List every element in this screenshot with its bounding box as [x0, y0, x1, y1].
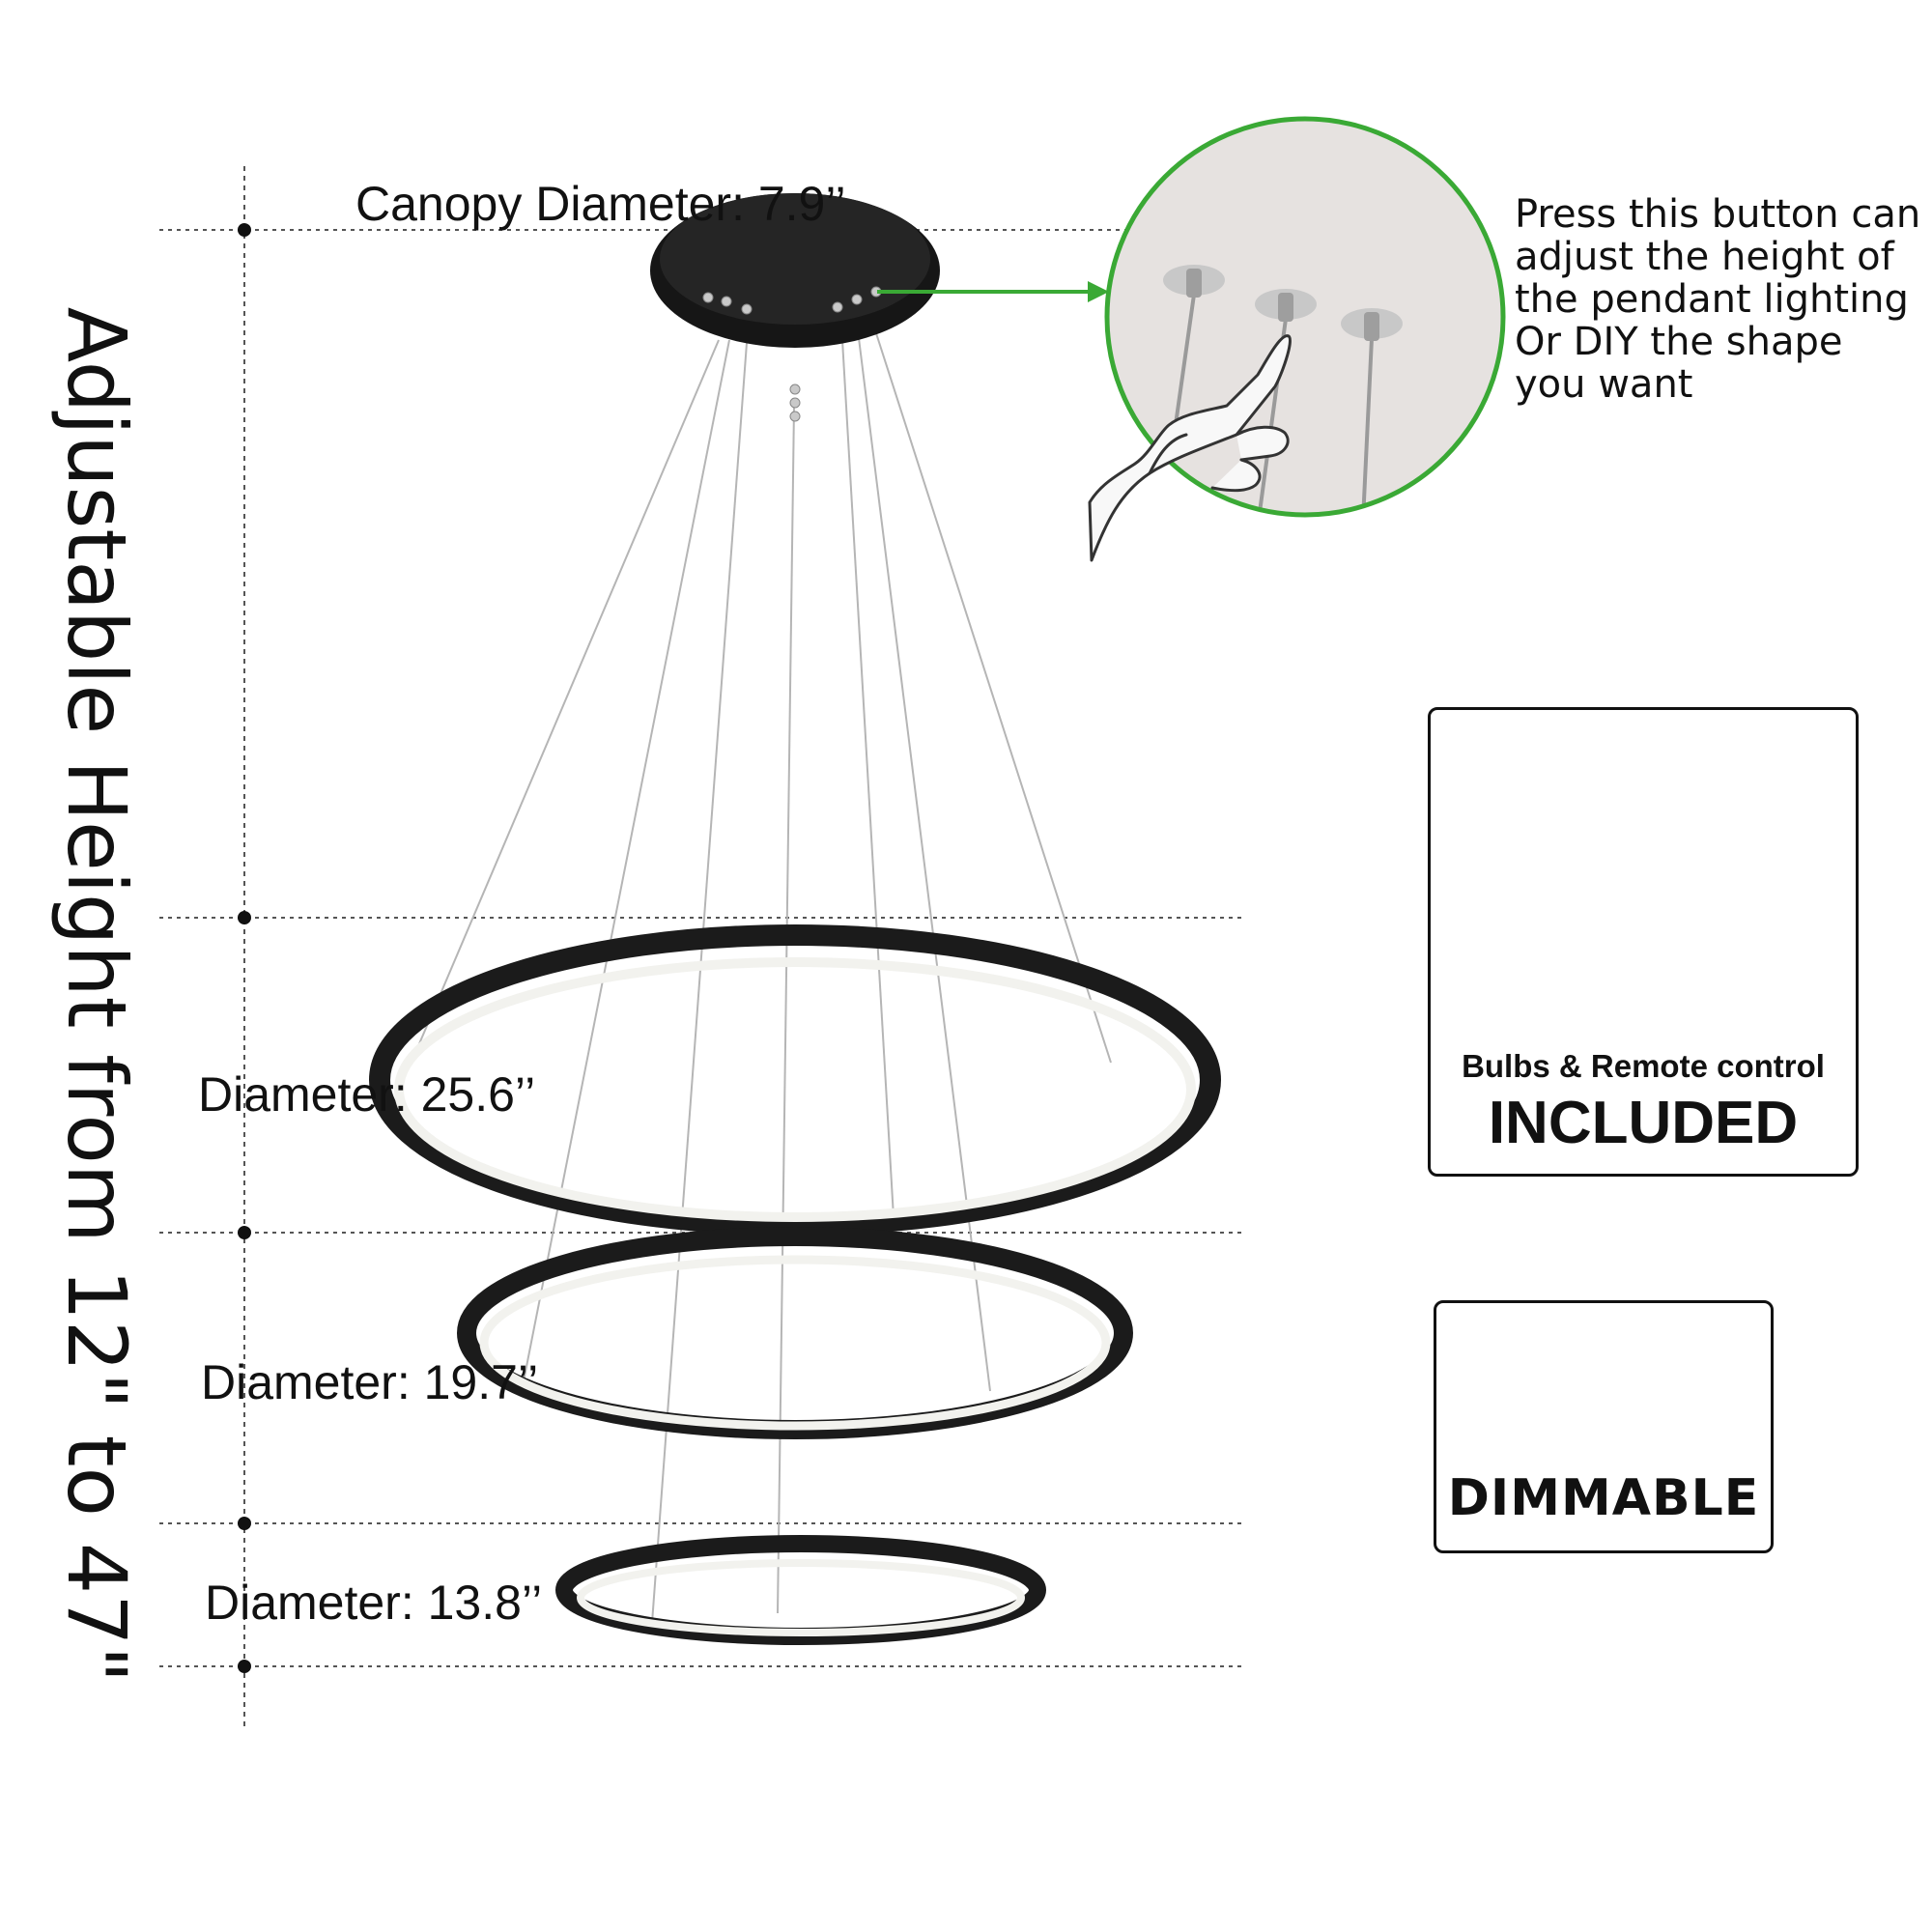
hand-pressing-icon — [1088, 334, 1292, 562]
adjustable-height-label: Adjustable Height from 12" to 47" — [49, 306, 144, 1684]
callout-arrow — [877, 281, 1109, 302]
height-button-3 — [1341, 308, 1403, 341]
canopy — [650, 193, 940, 422]
note-line: Press this button can — [1515, 192, 1921, 237]
dimmable-badge: DIMMABLE — [1434, 1300, 1774, 1553]
height-button-1 — [1163, 265, 1225, 298]
remote-box-title: Bulbs & Remote control — [1462, 1048, 1825, 1084]
dimmable-label: DIMMABLE — [1447, 1469, 1760, 1527]
ring-small — [555, 1535, 1046, 1645]
note-line: adjust the height of — [1515, 235, 1894, 279]
ring-medium — [457, 1227, 1133, 1439]
button-zoom-inset — [1088, 116, 1506, 562]
canopy-diameter-label: Canopy Diameter: 7.9’’ — [355, 177, 846, 231]
note-line: you want — [1515, 362, 1693, 407]
button-instruction-note: Press this button can adjust the height … — [1515, 193, 1920, 406]
note-line: the pendant lighting — [1515, 277, 1909, 322]
ring-medium-diameter-label: Diameter: 19.7’’ — [201, 1355, 538, 1409]
note-line: Or DIY the shape — [1515, 320, 1843, 364]
remote-box-subtitle: INCLUDED — [1488, 1090, 1799, 1156]
remote-included-box: Bulbs & Remote control INCLUDED — [1428, 707, 1859, 1177]
height-button-2 — [1255, 289, 1317, 322]
ring-large — [369, 924, 1221, 1236]
guide-dots — [238, 223, 251, 1673]
ring-large-diameter-label: Diameter: 25.6’’ — [198, 1067, 535, 1122]
ring-small-diameter-label: Diameter: 13.8’’ — [205, 1576, 542, 1630]
suspension-cables — [414, 332, 1112, 1624]
